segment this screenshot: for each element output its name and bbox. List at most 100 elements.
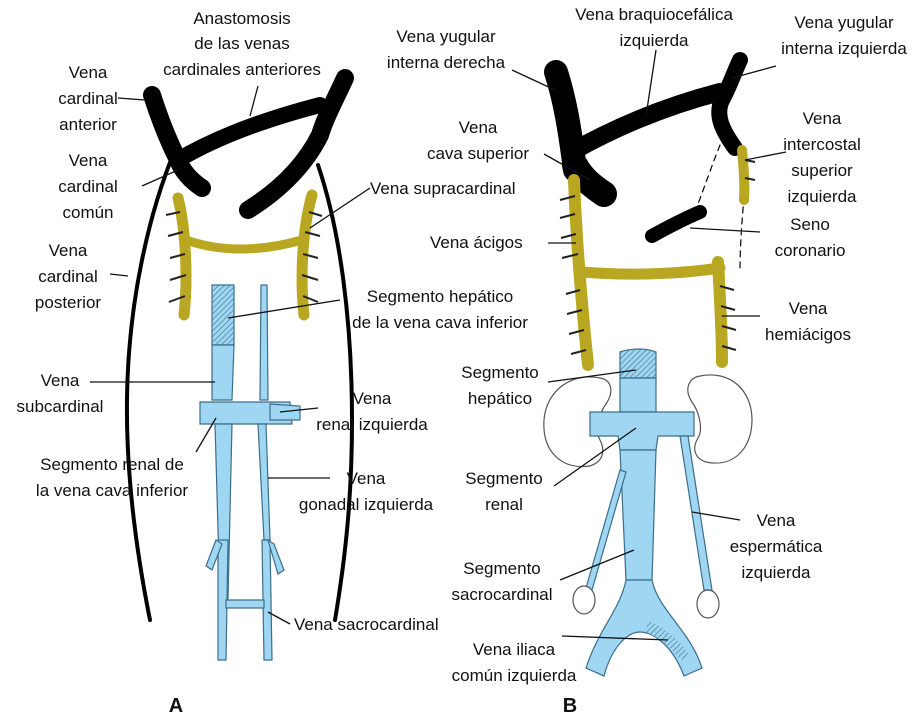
label-cardinal-anterior-line3: anterior [59, 115, 117, 134]
subcardinal-vein-right [212, 345, 234, 400]
label-intercostal-line2: intercostal [783, 135, 860, 154]
hemiazygos-vein [718, 262, 722, 362]
label-yugular-derecha: Vena yugular interna derecha [387, 27, 506, 72]
posterior-cardinal-vein-right [127, 150, 175, 620]
label-sacrocardinal-a: Vena sacrocardinal [294, 615, 439, 634]
label-yugular-der-line2: interna derecha [387, 53, 506, 72]
label-espermatica-line3: izquierda [742, 563, 812, 582]
label-seno-line1: Seno [790, 215, 830, 234]
label-cardinal-comun-line3: común [62, 203, 113, 222]
label-sacrocardinal-b-line1: Segmento [463, 559, 541, 578]
leader-cardinal-anterior [118, 98, 145, 100]
panel-letter-b: B [563, 695, 577, 717]
label-renal-izquierda-line1: Vena [353, 389, 392, 408]
label-cardinal-comun: Vena cardinal común [58, 151, 118, 222]
label-renal-izquierda: Vena renal izquierda [316, 389, 428, 434]
leader-supracardinal [310, 188, 370, 228]
label-cardinal-posterior-line2: cardinal [38, 267, 98, 286]
label-segmento-renal-line2: la vena cava inferior [36, 481, 188, 500]
label-segmento-renal-b-line1: Segmento [465, 469, 543, 488]
label-intercostal-line1: Vena [803, 109, 842, 128]
label-anastomosis: Anastomosis de las venas cardinales ante… [163, 9, 321, 79]
leader-cardinal-posterior [110, 274, 128, 276]
label-segmento-hepatico-b-line1: Segmento [461, 363, 539, 382]
hepatic-segment-ivc [212, 285, 234, 345]
common-iliac-veins-b [586, 580, 702, 676]
label-segmento-renal-line1: Segmento renal de [40, 455, 184, 474]
label-cardinal-posterior: Vena cardinal posterior [35, 241, 101, 312]
label-anastomosis-line1: Anastomosis [193, 9, 290, 28]
panel-b: Vena braquiocefálica izquierda Vena yugu… [387, 5, 907, 717]
label-intercostal-line4: izquierda [788, 187, 858, 206]
label-braquiocefalica-line1: Vena braquiocefálica [575, 5, 733, 24]
sacrocardinal-anastomosis [226, 600, 264, 608]
label-renal-izquierda-line2: renal izquierda [316, 415, 428, 434]
label-segmento-renal-b-line2: renal [485, 495, 523, 514]
coronary-sinus [652, 212, 700, 236]
label-espermatica-line2: espermática [730, 537, 823, 556]
leader-intercostal [745, 152, 786, 160]
label-espermatica-line1: Vena [757, 511, 796, 530]
hepatic-segment-b [620, 349, 656, 378]
gonadal-vein-left-a [258, 424, 270, 540]
label-cava-superior: Vena cava superior [427, 118, 529, 163]
leader-seno-coronario [690, 228, 760, 232]
label-cardinal-comun-line2: cardinal [58, 177, 118, 196]
label-espermatica: Vena espermática izquierda [730, 511, 823, 582]
label-segmento-hepatico-line1: Segmento hepático [367, 287, 514, 306]
kidney-left [688, 375, 752, 463]
label-cava-superior-line1: Vena [459, 118, 498, 137]
anterior-cardinal-vein-right [152, 95, 202, 188]
label-braquiocefalica-line2: izquierda [620, 31, 690, 50]
panel-letter-a: A [169, 695, 183, 717]
ivc-lower-b [620, 450, 656, 580]
right-spermatic-vein-b [586, 470, 626, 590]
subcardinal-vein-left [260, 285, 268, 400]
gonad-left [697, 590, 719, 618]
label-sacrocardinal-b-line2: sacrocardinal [451, 585, 552, 604]
supracardinal-anastomosis [186, 240, 302, 249]
panel-a: Anastomosis de las venas cardinales ante… [17, 9, 529, 717]
label-segmento-hepatico-b: Segmento hepático [461, 363, 539, 408]
label-supracardinal: Vena supracardinal [370, 179, 516, 198]
label-hemiacigos-line1: Vena [789, 299, 828, 318]
leader-segmento-hepatico [228, 300, 340, 318]
ivc-upper-b [620, 378, 656, 412]
label-yugular-izquierda: Vena yugular interna izquierda [781, 13, 907, 58]
label-gonadal-line1: Vena [347, 469, 386, 488]
anterior-cardinal-vein-left [248, 78, 345, 210]
label-sacrocardinal-b: Segmento sacrocardinal [451, 559, 552, 604]
label-seno-coronario: Seno coronario [775, 215, 846, 260]
label-subcardinal: Vena subcardinal [17, 371, 104, 416]
leader-cardinal-comun [142, 170, 178, 186]
gonad-right [573, 586, 595, 614]
label-seno-line2: coronario [775, 241, 846, 260]
posterior-cardinal-vein-left [318, 165, 352, 620]
label-subcardinal-line2: subcardinal [17, 397, 104, 416]
label-anastomosis-line2: de las venas [194, 34, 289, 53]
brachiocephalic-vein-left [575, 92, 720, 150]
azygos-hemiazygos-anastomosis [582, 268, 720, 274]
label-iliaca-line2: común izquierda [452, 666, 577, 685]
label-cava-superior-line2: cava superior [427, 144, 529, 163]
label-gonadal-line2: gonadal izquierda [299, 495, 434, 514]
label-segmento-hepatico-b-line2: hepático [468, 389, 532, 408]
label-intercostal: Vena intercostal superior izquierda [783, 109, 860, 206]
label-acigos: Vena ácigos [430, 233, 523, 252]
label-gonadal-izquierda: Vena gonadal izquierda [299, 469, 434, 514]
intercostal-superior-left-vein [742, 150, 744, 200]
label-yugular-izq-line2: interna izquierda [781, 39, 907, 58]
label-cardinal-posterior-line3: posterior [35, 293, 101, 312]
label-segmento-renal-ivc: Segmento renal de la vena cava inferior [36, 455, 188, 500]
label-cardinal-anterior-line1: Vena [69, 63, 108, 82]
label-segmento-hepatico-line2: de la vena cava inferior [352, 313, 528, 332]
anastomosis-vein [178, 105, 320, 160]
label-cardinal-posterior-line1: Vena [49, 241, 88, 260]
label-yugular-der-line1: Vena yugular [396, 27, 496, 46]
label-cardinal-anterior: Vena cardinal anterior [58, 63, 118, 134]
label-braquiocefalica: Vena braquiocefálica izquierda [575, 5, 733, 50]
internal-jugular-left [719, 60, 740, 148]
label-cardinal-comun-line1: Vena [69, 151, 108, 170]
label-cardinal-anterior-line2: cardinal [58, 89, 118, 108]
